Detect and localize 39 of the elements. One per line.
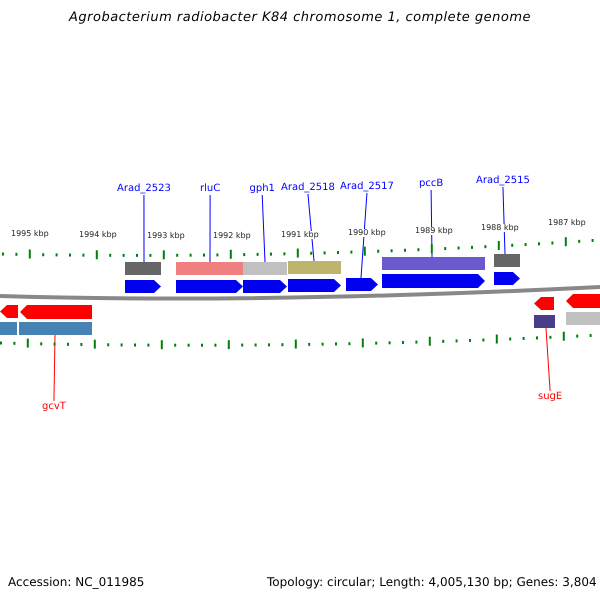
gene-feature — [176, 262, 243, 293]
footer-text: Accession: NC_011985 — [8, 576, 144, 588]
gene-feature — [494, 254, 520, 285]
gene-name: rluC — [200, 184, 220, 194]
leader-line — [262, 194, 266, 262]
leader-line — [307, 194, 314, 262]
gene-name: gcvT — [42, 402, 66, 412]
gene-feature — [534, 297, 555, 328]
gene-feature — [288, 261, 341, 292]
leader-line — [360, 192, 368, 278]
gene-name: sugE — [538, 392, 562, 402]
gene-name: Arad_2518 — [281, 183, 335, 193]
leader-line — [502, 186, 506, 254]
leader-line — [430, 190, 432, 258]
leader-line — [546, 328, 551, 392]
scale-label: 1988 kbp — [481, 224, 519, 232]
gene-name: Arad_2523 — [117, 184, 171, 194]
gene-feature — [125, 262, 161, 293]
gene-name: gph1 — [250, 184, 275, 194]
gene-name: Arad_2517 — [340, 182, 394, 192]
gene-feature — [382, 257, 485, 288]
gene-feature — [243, 262, 287, 293]
gene-name: Arad_2515 — [476, 176, 530, 186]
leader-line — [143, 194, 144, 262]
gene-name: pccB — [419, 179, 444, 189]
title: Agrobacterium radiobacter K84 chromosome 1, complete genome — [69, 11, 531, 24]
gene-feature — [346, 278, 378, 291]
leader-line — [53, 334, 56, 402]
scale-label: 1995 kbp — [11, 230, 49, 238]
scale-label: 1994 kbp — [79, 231, 117, 239]
footer-text: Topology: circular; Length: 4,005,130 bp; Genes: 3,804 — [267, 576, 597, 588]
scale-label: 1992 kbp — [213, 232, 251, 240]
leader-line — [210, 194, 211, 262]
scale-label: 1989 kbp — [415, 227, 453, 235]
scale-label: 1991 kbp — [281, 231, 319, 239]
scale-label: 1990 kbp — [348, 229, 386, 237]
scale-label: 1993 kbp — [147, 232, 185, 240]
gene-feature — [19, 305, 92, 335]
scale-label: 1987 kbp — [548, 219, 586, 227]
